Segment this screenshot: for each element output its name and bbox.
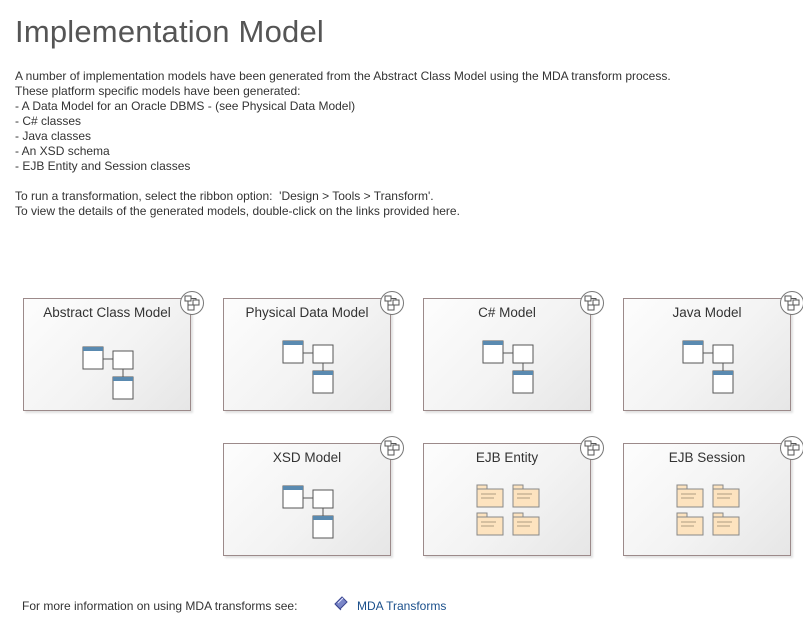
footer-text: For more information on using MDA transf… [22, 599, 298, 613]
page-title: Implementation Model [15, 14, 324, 49]
diagram-link-icon[interactable] [580, 436, 604, 460]
class-diagram-icon [482, 340, 534, 394]
diagram-link-icon[interactable] [780, 291, 803, 315]
node-label: C# Model [478, 305, 536, 320]
class-diagram-icon [682, 340, 734, 394]
instruction-line: To run a transformation, select the ribb… [15, 189, 434, 203]
node-label: EJB Session [668, 450, 746, 465]
description-line: A number of implementation models have b… [15, 69, 671, 83]
diagram-link-icon[interactable] [580, 291, 604, 315]
class-diagram-icon [82, 346, 134, 400]
class-diagram-icon [282, 340, 334, 394]
model-node-physical-data[interactable]: Physical Data Model [223, 291, 404, 411]
model-node-ejb-session[interactable]: EJB Session [623, 436, 803, 556]
help-book-icon [334, 596, 348, 611]
node-label: EJB Entity [475, 450, 539, 465]
description-line: - EJB Entity and Session classes [15, 159, 191, 173]
model-node-abstract-class[interactable]: Abstract Class Model [23, 291, 204, 411]
description-line: - A Data Model for an Oracle DBMS - (see… [15, 99, 356, 113]
node-label: Java Model [672, 305, 742, 320]
diagram-link-icon[interactable] [380, 436, 404, 460]
model-node-ejb-entity[interactable]: EJB Entity [423, 436, 604, 556]
diagram-link-icon[interactable] [180, 291, 204, 315]
model-node-xsd[interactable]: XSD Model [223, 436, 404, 556]
description-note: A number of implementation models have b… [15, 69, 785, 219]
description-line: - C# classes [15, 114, 82, 128]
package-diagram-icon [676, 484, 740, 536]
description-line: - Java classes [15, 129, 92, 143]
diagram-link-icon[interactable] [380, 291, 404, 315]
mda-transforms-link[interactable]: MDA Transforms [357, 599, 447, 613]
class-diagram-icon [282, 485, 334, 539]
instruction-line: To view the details of the generated mod… [15, 204, 460, 218]
node-label: Abstract Class Model [43, 305, 171, 320]
diagram-link-icon[interactable] [780, 436, 803, 460]
description-line: - An XSD schema [15, 144, 110, 158]
node-label: XSD Model [272, 450, 342, 465]
description-line: These platform specific models have been… [15, 84, 301, 98]
model-node-java[interactable]: Java Model [623, 291, 803, 411]
package-diagram-icon [476, 484, 540, 536]
model-node-csharp[interactable]: C# Model [423, 291, 604, 411]
node-label: Physical Data Model [245, 305, 369, 320]
